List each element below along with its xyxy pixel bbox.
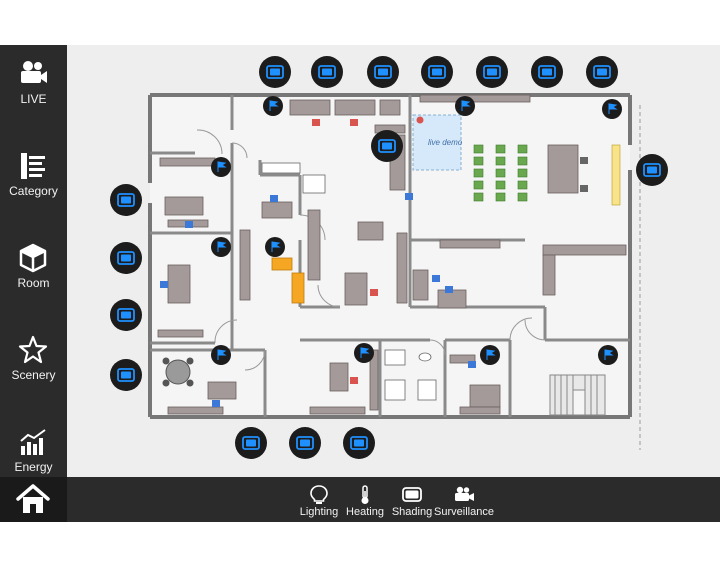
bar-chart-icon xyxy=(18,427,48,457)
app-screen: LIVE Category xyxy=(0,45,720,522)
tab-heating[interactable]: Heating xyxy=(330,477,400,522)
bathroom-fixtures xyxy=(384,349,437,401)
flag-marker-button[interactable] xyxy=(353,342,375,364)
flag-marker-button[interactable] xyxy=(210,156,232,178)
live-demo-label: live demo xyxy=(428,138,463,147)
blind-control-button[interactable] xyxy=(310,55,344,89)
blind-control-button[interactable] xyxy=(109,298,143,332)
kitchen-counter xyxy=(261,162,326,194)
sidebar-item-room[interactable]: Room xyxy=(0,229,67,317)
home-icon xyxy=(16,484,50,513)
category-list-icon xyxy=(18,151,48,181)
flag-marker-button[interactable] xyxy=(601,98,623,120)
sidebar-item-label: LIVE xyxy=(20,92,47,106)
blind-control-button[interactable] xyxy=(635,153,669,187)
sidebar-item-label: Scenery xyxy=(11,368,56,382)
tab-lighting[interactable]: Lighting xyxy=(284,477,354,522)
blind-control-button[interactable] xyxy=(366,55,400,89)
tab-surveillance[interactable]: Surveillance xyxy=(429,477,499,522)
blind-control-button[interactable] xyxy=(585,55,619,89)
sidebar-item-scenery[interactable]: Scenery xyxy=(0,321,67,409)
blind-control-button[interactable] xyxy=(234,426,268,460)
highlighted-furniture xyxy=(271,257,305,304)
tab-label: Lighting xyxy=(299,506,339,518)
blind-control-button[interactable] xyxy=(342,426,376,460)
blind-control-button[interactable] xyxy=(288,426,322,460)
cube-icon xyxy=(18,243,48,273)
blind-control-button[interactable] xyxy=(109,358,143,392)
office-chairs xyxy=(160,119,588,407)
flag-marker-button[interactable] xyxy=(479,344,501,366)
blind-control-button[interactable] xyxy=(258,55,292,89)
furniture xyxy=(157,94,627,415)
home-button[interactable] xyxy=(0,477,67,522)
tab-label: Surveillance xyxy=(434,506,494,518)
conference-chairs xyxy=(473,144,528,202)
sidebar-item-category[interactable]: Category xyxy=(0,137,67,225)
blind-control-button[interactable] xyxy=(109,183,143,217)
blind-control-button[interactable] xyxy=(420,55,454,89)
outer-walls xyxy=(148,93,632,419)
sidebar: LIVE Category xyxy=(0,45,67,477)
staircase xyxy=(549,374,606,416)
flag-marker-button[interactable] xyxy=(264,236,286,258)
flag-marker-button[interactable] xyxy=(262,95,284,117)
sidebar-item-label: Category xyxy=(9,184,58,198)
live-demo-area xyxy=(412,114,462,171)
color-wheel-icon xyxy=(416,116,424,124)
tab-shading[interactable]: Shading xyxy=(377,477,447,522)
blind-control-button[interactable] xyxy=(530,55,564,89)
sidebar-item-label: Energy xyxy=(14,460,53,474)
sidebar-item-energy[interactable]: Energy xyxy=(0,413,67,477)
flag-marker-button[interactable] xyxy=(210,344,232,366)
whiteboard xyxy=(611,144,621,206)
flag-marker-button[interactable] xyxy=(454,95,476,117)
blind-control-button[interactable] xyxy=(109,241,143,275)
sidebar-item-live[interactable]: LIVE xyxy=(0,45,67,133)
sidebar-item-label: Room xyxy=(17,276,50,290)
tab-label: Heating xyxy=(346,506,384,518)
video-camera-icon xyxy=(18,59,48,89)
blind-control-button[interactable] xyxy=(475,55,509,89)
thermometer-icon xyxy=(361,485,369,504)
flag-marker-button[interactable] xyxy=(210,236,232,258)
interior-walls xyxy=(150,95,630,417)
video-camera-icon xyxy=(455,486,474,501)
blind-control-button[interactable] xyxy=(370,129,404,163)
flag-marker-button[interactable] xyxy=(597,344,619,366)
category-tab-bar: Lighting Heating Shading Surv xyxy=(67,477,720,522)
lightbulb-icon xyxy=(310,485,328,504)
blind-icon xyxy=(402,487,422,502)
star-icon xyxy=(18,335,48,365)
tab-label: Shading xyxy=(391,506,433,518)
round-table xyxy=(162,357,194,387)
floor-plan: live demo xyxy=(109,55,669,460)
